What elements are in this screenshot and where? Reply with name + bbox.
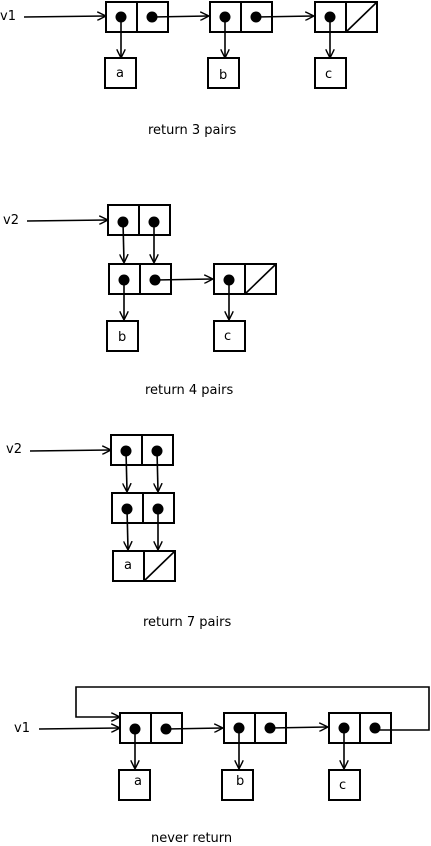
- variable-label: v1: [14, 721, 30, 736]
- cdr-arrow: [255, 16, 313, 17]
- diagram-3: v2 a return 7 pairs: [6, 434, 231, 630]
- pair-1: [105, 1, 169, 33]
- atom-a: a: [116, 66, 124, 81]
- pair-1: [119, 712, 183, 744]
- atom-b: b: [118, 330, 126, 345]
- caption: return 4 pairs: [145, 383, 233, 398]
- variable-label: v2: [3, 213, 19, 228]
- pair-middle: [111, 492, 175, 524]
- pair-3: [328, 712, 392, 744]
- diagram-2: v2 b c return 4 pairs: [3, 204, 277, 398]
- variable-label: v1: [0, 9, 16, 24]
- variable-pointer-arrow: [23, 16, 105, 17]
- diagram-4: v1 a b c never: [14, 686, 430, 846]
- pair-top: [107, 204, 171, 236]
- pair-top: [110, 434, 174, 466]
- car-arrow: [126, 450, 127, 491]
- caption: return 3 pairs: [148, 123, 236, 138]
- variable-pointer-arrow: [29, 450, 110, 451]
- caption: never return: [151, 831, 232, 846]
- atom-c: c: [339, 778, 346, 793]
- caption: return 7 pairs: [143, 615, 231, 630]
- variable-pointer-arrow: [26, 220, 107, 221]
- pair-b: [108, 263, 172, 295]
- diagram-1: v1 a b c return 3 pa: [0, 1, 378, 138]
- variable-label: v2: [6, 442, 22, 457]
- cdr-arrow: [154, 279, 212, 280]
- cycle-back-arrow: [75, 686, 430, 731]
- atom-b: b: [236, 774, 244, 789]
- pair-c-nil: [213, 263, 277, 295]
- atom-b: b: [219, 68, 227, 83]
- atom-a: a: [124, 558, 132, 573]
- cdr-arrow: [157, 450, 158, 491]
- pair-3-nil: [314, 1, 378, 33]
- atom-c: c: [325, 67, 332, 82]
- cdr-arrow: [165, 728, 222, 729]
- car-arrow: [127, 508, 128, 549]
- atom-a: a: [134, 774, 142, 789]
- variable-pointer-arrow: [38, 728, 119, 729]
- car-arrow: [123, 221, 124, 262]
- cdr-arrow: [151, 16, 208, 17]
- atom-c: c: [224, 329, 231, 344]
- cdr-arrow: [269, 727, 327, 728]
- pair-a-nil: [112, 550, 176, 582]
